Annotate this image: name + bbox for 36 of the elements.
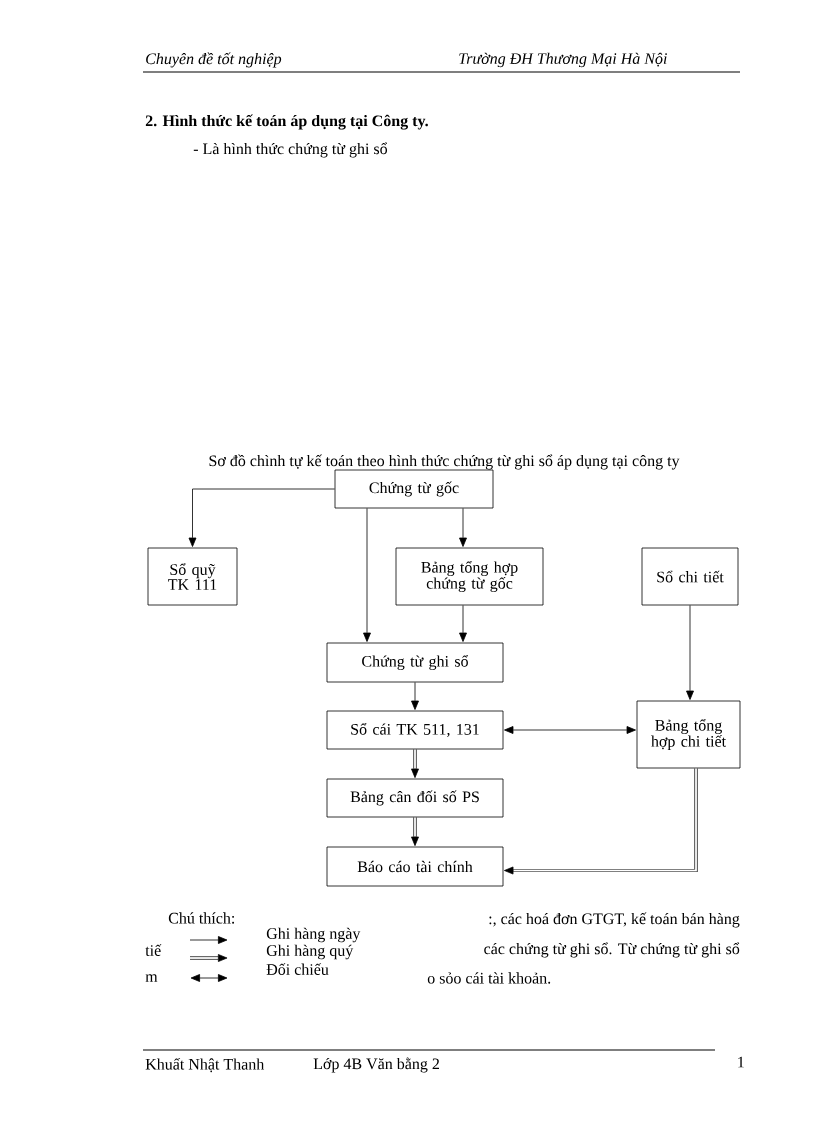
process-box: Bảng tổng hợp chi tiết (636, 700, 741, 769)
arrow (459, 605, 467, 642)
process-box: Chứng từ ghi sổ (326, 642, 504, 683)
body-text: m (145, 974, 158, 982)
diagram-title: Sơ đồ chình tự kế toán theo hình thức chứng từ ghi sổ áp dụng tại công ty (209, 454, 680, 470)
process-box: Chứng từ gốc (334, 469, 494, 509)
arrow (459, 508, 467, 547)
legend-heading: Chú thích: (168, 912, 235, 924)
process-box: Báo cáo tài chính (326, 846, 504, 887)
footer-text: Khuất Nhật Thanh (145, 1057, 265, 1073)
body-text: - Là hình thức chứng từ ghi sổ (193, 142, 388, 158)
page-number: 1 (738, 1056, 744, 1068)
legend-text: Ghi hàng quý (266, 944, 354, 960)
arrow (411, 682, 419, 710)
process-box: Sổ chi tiết (641, 547, 739, 606)
process-box: Sổ cái TK 511, 131 (326, 710, 504, 750)
process-box: Sổ quỹ TK 111 (147, 547, 238, 606)
legend-text: Đối chiếu (266, 963, 329, 975)
double-arrow (411, 816, 419, 846)
double-arrow (504, 767, 698, 875)
body-text: tiế (145, 944, 162, 956)
body-text: o sỏo cái tài khoản. (427, 972, 551, 984)
process-box: Bảng tổng hợp chứng từ gốc (395, 547, 544, 606)
footer-text: Lớp 4B Văn bằng 2 (313, 1057, 439, 1073)
arrow (363, 508, 371, 642)
double-headed-arrow (504, 726, 636, 734)
arrow (188, 488, 335, 547)
body-text: các chứng từ ghi sổ. Từ chứng từ ghi sổ (484, 942, 740, 958)
legend-text: Ghi hàng ngày (266, 927, 361, 943)
section-heading: 2. Hình thức kế toán áp dụng tại Công ty. (145, 114, 428, 130)
process-box: Bảng cân đối số PS (326, 778, 504, 818)
header-text: Chuyên đề tốt nghiệp (146, 52, 282, 68)
double-arrow (411, 748, 419, 778)
arrow (686, 605, 694, 700)
header-text: Trường ĐH Thương Mại Hà Nội (459, 52, 667, 68)
body-text: :, các hoá đơn GTGT, kế toán bán hàng (489, 912, 740, 928)
